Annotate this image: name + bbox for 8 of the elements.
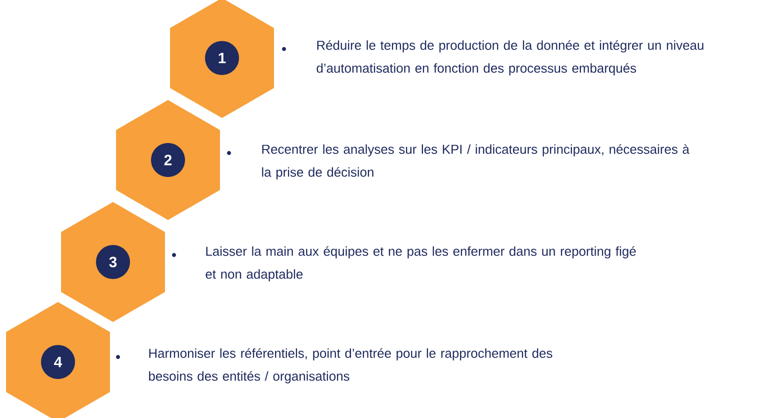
- bullet-text: Laisser la main aux équipes et ne pas les enfermer dans un reporting figé et non adaptable: [206, 246, 636, 282]
- bullet-text: Réduire le temps de production de la donnée et intégrer un niveau d’automatisation en fonction des processus embarqués: [316, 40, 704, 76]
- hexagon: 1: [170, 0, 274, 118]
- hexagon: 4: [6, 302, 110, 418]
- bullet-text: Harmoniser les référentiels, point d’entrée pour le rapprochement des besoins des entités / organisations: [149, 348, 552, 384]
- hexagon: 2: [116, 100, 220, 220]
- bullet-text: Recentrer les analyses sur les KPI / indicateurs principaux, nécessaires à la prise de décision: [262, 144, 690, 180]
- hexagon: 3: [61, 202, 165, 322]
